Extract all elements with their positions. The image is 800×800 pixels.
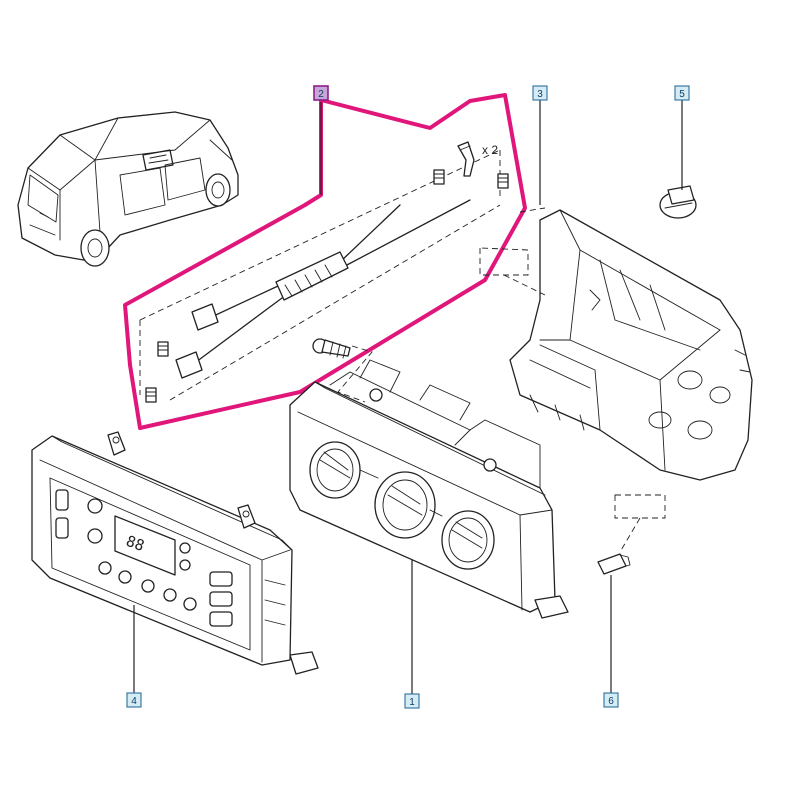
callout-2: 2	[313, 85, 329, 101]
part-5-connector	[659, 185, 697, 219]
callout-4: 4	[126, 692, 142, 708]
spring-icon	[157, 341, 169, 357]
clip-icon	[457, 141, 475, 177]
rotary-knob-centre	[374, 471, 436, 539]
lcd-display	[114, 515, 176, 576]
rotary-knob-right	[441, 510, 495, 570]
part-3-heater-housing	[479, 100, 753, 481]
panel-knob	[87, 498, 103, 514]
lcd-digits: 88	[124, 532, 147, 555]
svg-text:6: 6	[608, 696, 614, 707]
panel-knob	[87, 528, 103, 544]
highlight-outline	[123, 93, 527, 430]
rotary-knob-left	[309, 441, 361, 499]
svg-text:5: 5	[679, 89, 685, 100]
spring-icon	[497, 173, 509, 189]
panel-button	[55, 517, 69, 539]
panel-button	[55, 489, 69, 511]
spring-icon	[433, 169, 445, 185]
part-1-manual-control-panel	[289, 359, 569, 619]
callout-leaders	[133, 100, 683, 700]
callout-6: 6	[603, 692, 619, 708]
clip-quantity-label: x 2	[482, 143, 498, 157]
dashboard-location-marker	[142, 149, 174, 171]
callout-5: 5	[674, 85, 690, 101]
svg-text:4: 4	[131, 696, 137, 707]
callout-3: 3	[532, 85, 548, 101]
car-location-illustration	[17, 111, 239, 267]
spring-icon	[145, 387, 157, 403]
svg-text:3: 3	[537, 89, 543, 100]
callout-1: 1	[404, 693, 420, 709]
svg-text:1: 1	[409, 697, 415, 708]
part-4-climate-control-panel: 88	[31, 431, 319, 675]
part-2-cable-assembly: x 2	[123, 93, 527, 430]
part-6-bulb	[597, 494, 666, 575]
svg-text:2: 2	[318, 89, 324, 100]
screw-part	[312, 338, 373, 403]
